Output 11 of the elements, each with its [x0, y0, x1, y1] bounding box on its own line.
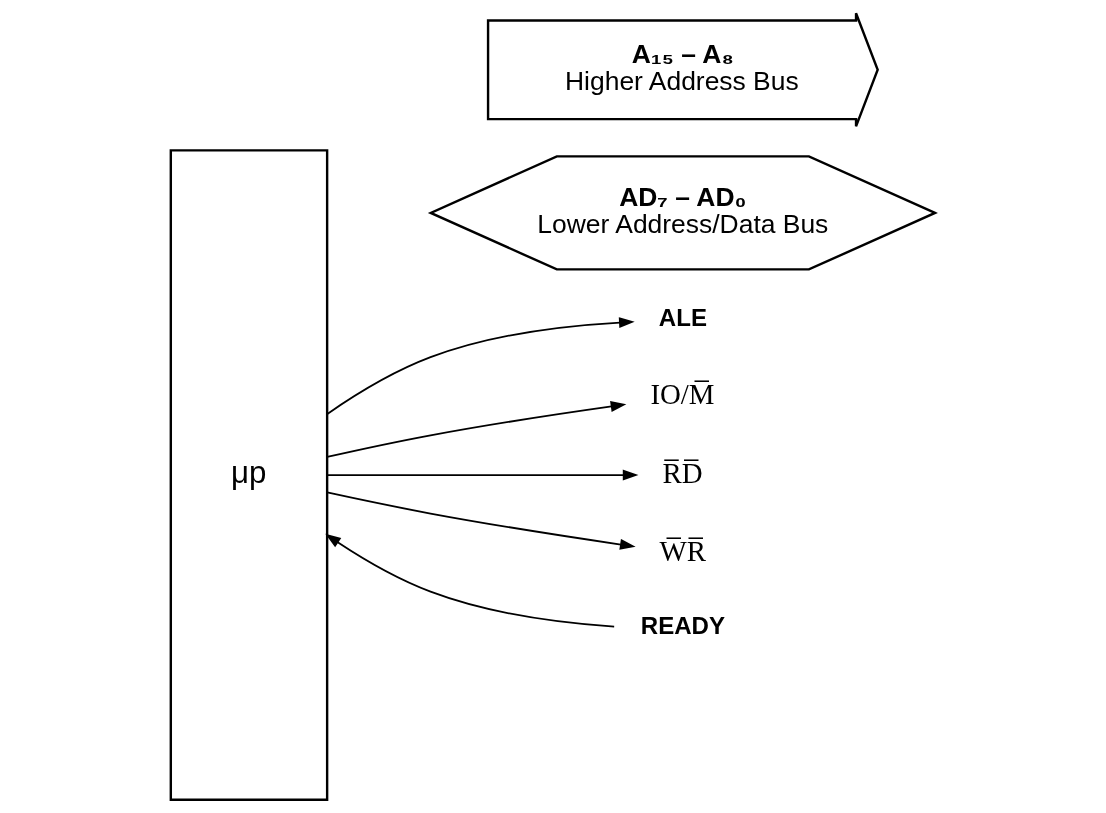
node-text: W̅R̅ [659, 534, 706, 567]
node-text: READY [640, 611, 725, 639]
node-text: IO/M̅ [650, 378, 715, 411]
arrow [325, 533, 616, 628]
node-text: ALE [658, 303, 707, 331]
node-box: μp [169, 149, 329, 801]
arrow [326, 401, 627, 458]
arrow [326, 491, 636, 550]
arrow [326, 317, 635, 415]
arrow [326, 469, 639, 481]
node-text: R̅D̅ [662, 456, 703, 489]
